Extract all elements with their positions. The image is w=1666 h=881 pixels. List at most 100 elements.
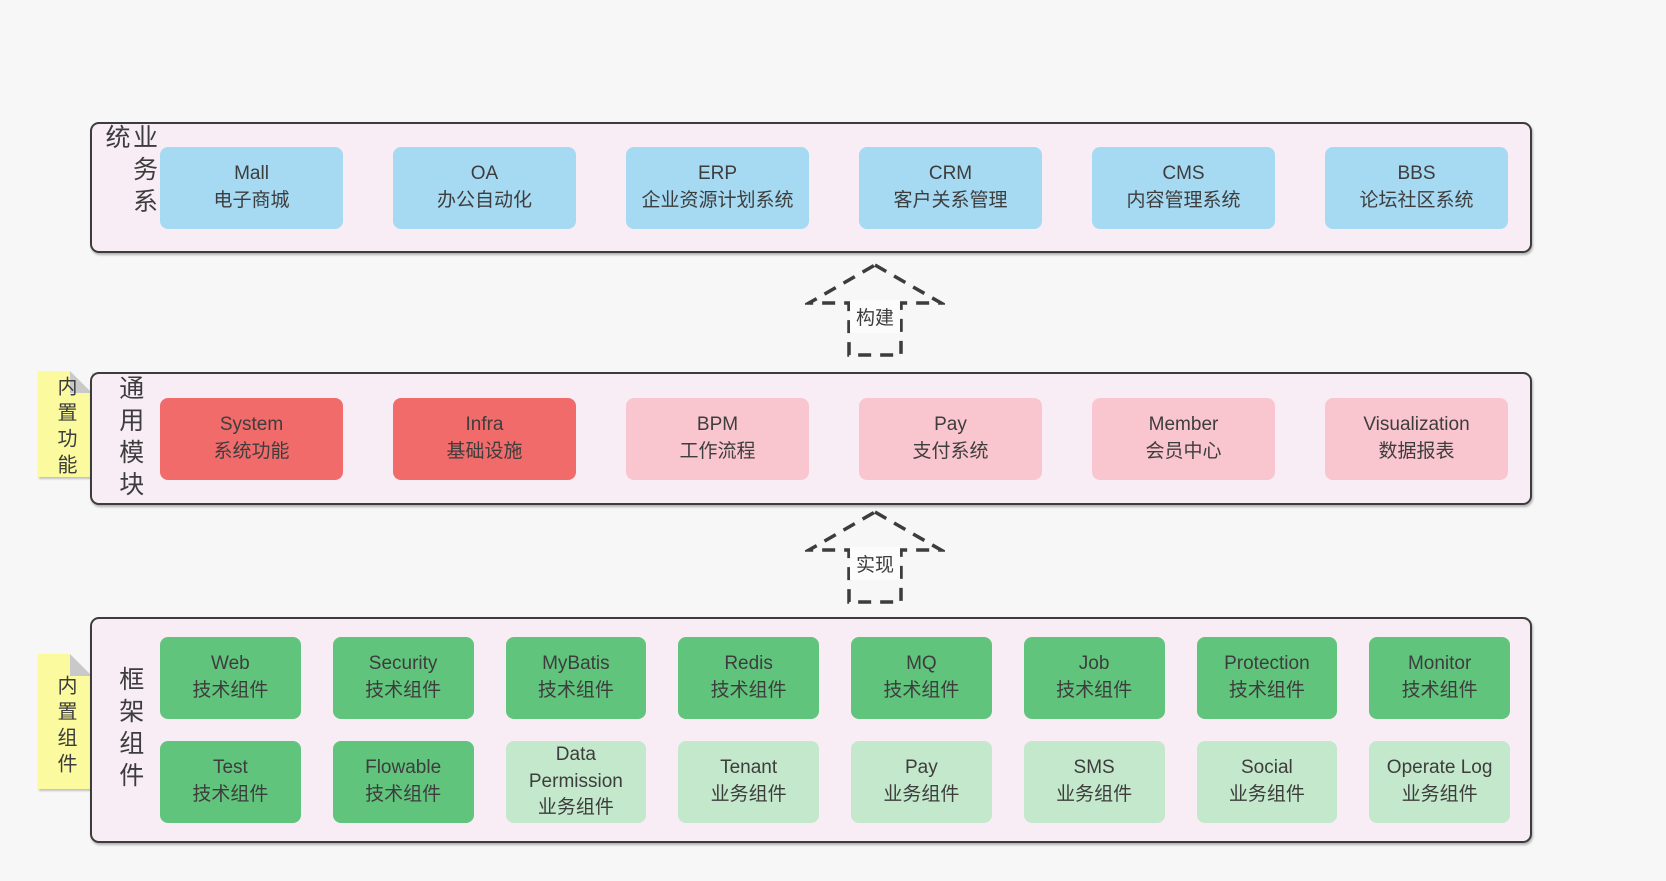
framework-node-rows: Web 技术组件 Security 技术组件 MyBatis 技术组件 Redi… [152, 637, 1530, 823]
layer-business-systems: 业务系统 Mall 电子商城 OA 办公自动化 ERP 企业资源计划系统 CRM… [90, 122, 1532, 253]
layer-common-modules: 通用模块 System 系统功能 Infra 基础设施 BPM 工作流程 Pay… [90, 372, 1532, 505]
node-subtitle: 技术组件 [1056, 680, 1133, 701]
node-job: Job 技术组件 [1023, 637, 1165, 719]
node-title: Job [1078, 653, 1110, 675]
node-cms: CMS 内容管理系统 [1092, 146, 1275, 229]
node-title: Web [211, 653, 250, 675]
node-operate-log: Operate Log 业务组件 [1369, 741, 1510, 823]
node-subtitle: 业务组件 [1056, 784, 1133, 805]
node-title: BBS [1397, 162, 1436, 184]
arrow-label: 实现 [849, 547, 901, 580]
node-subtitle: 基础设施 [446, 440, 523, 462]
node-title: Data Permission [528, 743, 623, 792]
framework-row-2: Test 技术组件 Flowable 技术组件 Data Permission … [160, 741, 1510, 823]
node-title: System [219, 413, 284, 435]
business-node-row: Mall 电子商城 OA 办公自动化 ERP 企业资源计划系统 CRM 客户关系… [152, 146, 1530, 229]
node-mq: MQ 技术组件 [851, 637, 992, 719]
node-bbs: BBS 论坛社区系统 [1325, 146, 1508, 229]
node-title: OA [470, 162, 499, 184]
node-title: Pay [934, 413, 967, 435]
node-visualization: Visualization 数据报表 [1325, 397, 1508, 480]
node-title: ERP [697, 162, 738, 184]
node-bpm: BPM 工作流程 [626, 397, 809, 480]
node-data-permission: Data Permission 业务组件 [505, 741, 647, 823]
node-member: Member 会员中心 [1092, 397, 1275, 480]
node-subtitle: 业务组件 [883, 784, 960, 805]
node-mybatis: MyBatis 技术组件 [505, 637, 647, 719]
node-subtitle: 技术组件 [710, 680, 787, 701]
node-redis: Redis 技术组件 [678, 637, 819, 719]
node-tenant: Tenant 业务组件 [678, 741, 819, 823]
node-title: Protection [1224, 653, 1310, 675]
node-title: Social [1241, 757, 1293, 779]
node-title: Infra [465, 413, 504, 435]
node-system: System 系统功能 [160, 397, 343, 480]
dashed-up-arrow-build: 构建 [805, 262, 945, 358]
node-subtitle: 技术组件 [537, 680, 614, 701]
node-subtitle: 内容管理系统 [1126, 189, 1241, 211]
node-erp: ERP 企业资源计划系统 [626, 146, 809, 229]
layer-label: 业务系统 [102, 124, 158, 220]
node-subtitle: 企业资源计划系统 [641, 189, 794, 211]
node-test: Test 技术组件 [160, 741, 301, 823]
node-subtitle: 系统功能 [213, 440, 290, 462]
node-subtitle: 工作流程 [679, 440, 756, 462]
framework-row-1: Web 技术组件 Security 技术组件 MyBatis 技术组件 Redi… [160, 637, 1510, 719]
node-title: Flowable [365, 757, 442, 779]
node-web: Web 技术组件 [160, 637, 301, 719]
node-subtitle: 业务组件 [1228, 784, 1305, 805]
node-subtitle: 技术组件 [1228, 680, 1305, 701]
node-subtitle: 办公自动化 [436, 189, 532, 211]
node-oa: OA 办公自动化 [393, 146, 576, 229]
sticky-note-label: 内置功能 [54, 376, 76, 481]
folded-corner-icon [70, 371, 92, 393]
node-monitor: Monitor 技术组件 [1369, 637, 1510, 719]
node-subtitle: 技术组件 [883, 680, 960, 701]
common-node-row: System 系统功能 Infra 基础设施 BPM 工作流程 Pay 支付系统… [152, 397, 1530, 480]
node-title: Tenant [720, 757, 778, 779]
node-subtitle: 技术组件 [192, 784, 269, 805]
node-subtitle: 论坛社区系统 [1359, 189, 1474, 211]
node-mall: Mall 电子商城 [160, 146, 343, 229]
node-crm: CRM 客户关系管理 [859, 146, 1042, 229]
node-subtitle: 技术组件 [365, 680, 442, 701]
node-title: CRM [928, 162, 973, 184]
node-security: Security 技术组件 [332, 637, 474, 719]
node-title: Test [212, 757, 248, 779]
layer-label: 通用模块 [115, 374, 144, 503]
node-social: Social 业务组件 [1196, 741, 1338, 823]
node-title: SMS [1073, 757, 1115, 779]
node-subtitle: 技术组件 [192, 680, 269, 701]
node-title: Pay [905, 757, 938, 779]
node-pay-component: Pay 业务组件 [851, 741, 992, 823]
dashed-up-arrow-implement: 实现 [805, 509, 945, 605]
node-title: Visualization [1363, 413, 1470, 435]
node-sms: SMS 业务组件 [1023, 741, 1165, 823]
node-title: Redis [724, 653, 773, 675]
node-pay-system: Pay 支付系统 [859, 397, 1042, 480]
node-subtitle: 业务组件 [1401, 784, 1478, 805]
node-subtitle: 业务组件 [537, 797, 614, 819]
sticky-note-builtin-features: 内置功能 [38, 371, 92, 481]
node-title: Security [368, 653, 438, 675]
node-subtitle: 技术组件 [365, 784, 442, 805]
node-title: Mall [234, 162, 269, 184]
layer-framework-components: 框架组件 Web 技术组件 Security 技术组件 MyBatis 技术组件… [90, 617, 1532, 843]
node-protection: Protection 技术组件 [1196, 637, 1338, 719]
node-title: MyBatis [542, 653, 610, 675]
sticky-note-label: 内置组件 [54, 674, 76, 779]
layer-label: 框架组件 [115, 666, 144, 794]
node-subtitle: 客户关系管理 [893, 189, 1008, 211]
node-infra: Infra 基础设施 [393, 397, 576, 480]
sticky-note-builtin-components: 内置组件 [38, 654, 92, 789]
node-title: BPM [696, 413, 739, 435]
node-title: Monitor [1407, 653, 1472, 675]
node-title: Member [1148, 413, 1219, 435]
node-title: Operate Log [1386, 757, 1493, 779]
node-subtitle: 技术组件 [1401, 680, 1478, 701]
node-subtitle: 支付系统 [912, 440, 989, 462]
node-subtitle: 电子商城 [213, 189, 290, 211]
node-flowable: Flowable 技术组件 [332, 741, 474, 823]
node-subtitle: 会员中心 [1145, 440, 1222, 462]
node-subtitle: 业务组件 [710, 784, 787, 805]
